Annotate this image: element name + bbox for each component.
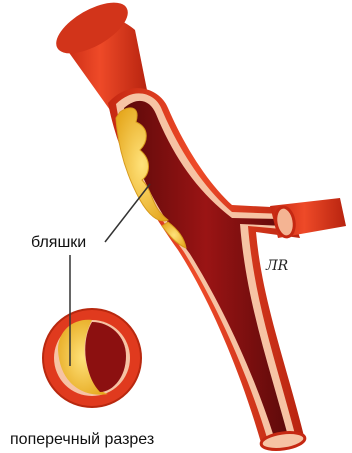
cross-section: [43, 309, 141, 407]
plaques-label: бляшки: [31, 235, 86, 251]
plaque-leader-line: [105, 184, 150, 242]
artery-lumen: [124, 101, 288, 437]
cross-section-label: поперечный разрез: [10, 432, 154, 448]
side-branch: [270, 198, 346, 238]
artist-signature: ЛR: [266, 258, 288, 274]
